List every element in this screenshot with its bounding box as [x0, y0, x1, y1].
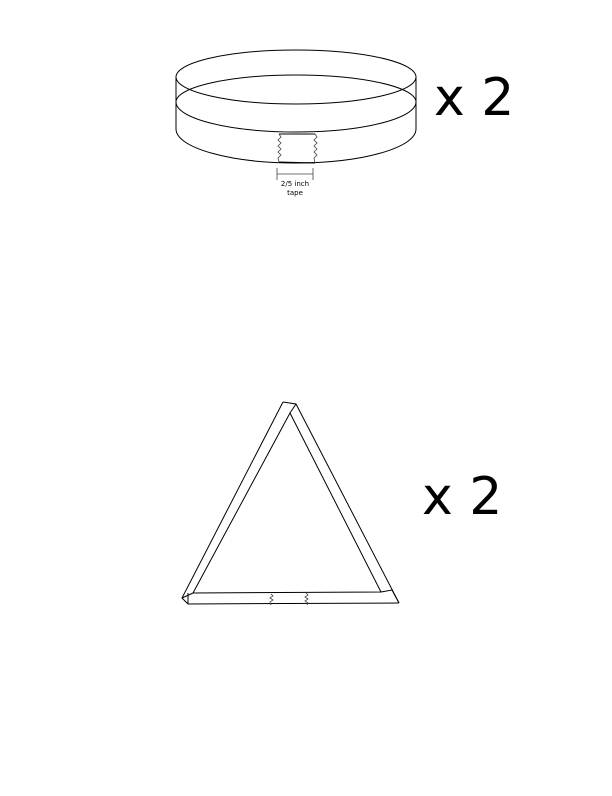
band-quantity-label: x 2 — [434, 68, 514, 128]
tape-patch — [277, 133, 318, 164]
band-bottom-rim — [175, 128, 417, 164]
tape-bottom-edge — [278, 161, 316, 164]
triangle-apex-joint — [289, 403, 297, 414]
triangle-right-outer-edge — [282, 401, 400, 604]
tape-left-torn-edge — [277, 133, 282, 163]
tape-right-torn-edge — [313, 133, 318, 164]
paper-band-drawing: 2/5 inch tape — [175, 49, 417, 197]
triangle-frame-drawing — [181, 401, 400, 606]
band-inner-back-edge — [175, 74, 417, 103]
tape-dimension-marker — [276, 168, 314, 180]
triangle-tape-mark-left — [269, 593, 274, 606]
triangle-left-outer-edge — [181, 401, 284, 605]
tape-label-line1: 2/5 inch — [281, 180, 309, 188]
triangle-tape-mark-right — [304, 592, 309, 606]
triangle-quantity-label: x 2 — [422, 467, 502, 527]
triangle-inner-edge — [192, 411, 382, 594]
triangle-right-corner-joint — [380, 589, 400, 604]
band-inner-front-edge — [175, 101, 417, 133]
tape-label-line2: tape — [287, 189, 303, 197]
triangle-bottom-outer-edge — [187, 602, 400, 605]
band-top-rim — [175, 49, 417, 105]
